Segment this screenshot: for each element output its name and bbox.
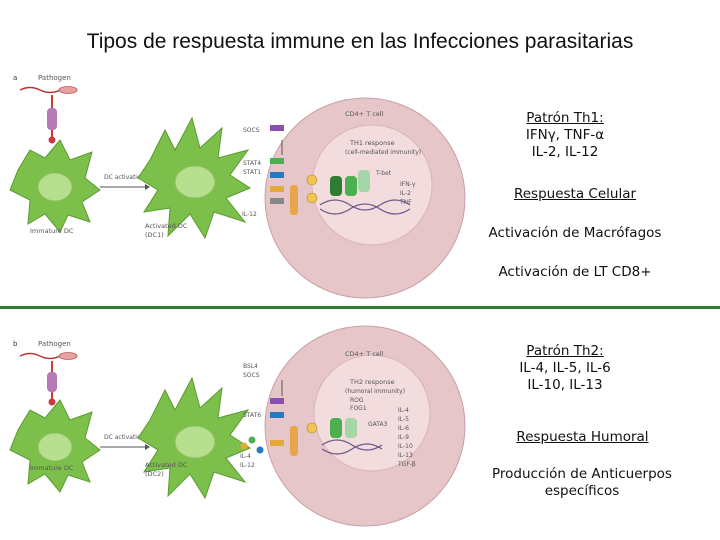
th2-pattern-title: Patrón Th2: [526,343,604,359]
th2-cytokine-0: IL-4 [398,407,409,414]
panel-b-pathogen-label: Pathogen [38,340,71,348]
il12-label: IL-12 [242,211,257,218]
th1-cytokine-0: IFN-γ [400,181,416,188]
th2-cytokine-2: IL-6 [398,425,409,432]
th2-response-label: TH2 response [349,378,395,386]
socs-label: SOCS [243,127,260,134]
th1-receptors [270,125,318,215]
immature-dc-b-label: Immature DC [30,464,74,472]
th2-pattern-line1: IL-4, IL-5, IL-6 [519,360,611,376]
gata3-label: GATA3 [368,421,388,428]
tbet-label: T-bet [375,170,392,177]
th2-cytokine-5: IL-13 [398,452,413,459]
cd4-cell-label: CD4+ T cell [345,110,384,118]
th2-response-sub: (humoral immunity) [345,388,405,395]
immature-dc-label: Immature DC [30,227,74,235]
rog-label: ROG [350,397,364,404]
th1-pattern-line2: IL-2, IL-12 [531,144,599,160]
panel-a-pathogen-label: Pathogen [38,74,71,82]
th2-pattern-block: Patrón Th2: IL-4, IL-5, IL-6 IL-10, IL-1… [480,343,650,394]
th2-pattern-line2: IL-10, IL-13 [527,377,603,393]
th2-effect-2: específicos [544,483,620,499]
th2-receptors [240,380,318,456]
cd4-t-cell-b-nucleus [313,354,431,472]
il4-label: IL-4 [240,453,251,460]
panel-a-letter: a [13,74,17,82]
activated-dc-label: Activated DC [145,222,188,230]
th2-cytokine-3: IL-9 [398,434,409,441]
th1-effect-1: Activación de Macrófagos [488,225,662,241]
pathogen-receptor [47,95,57,144]
panel-separator [0,306,720,309]
stat6-label: STAT6 [243,412,261,419]
th1-pattern-title: Patrón Th1: [526,110,604,126]
il12-b-label: IL-12 [240,462,255,469]
page-title: Tipos de respuesta immune en las Infecci… [86,30,634,53]
panel-b-letter: b [13,340,18,348]
th2-cytokine-1: IL-5 [398,416,409,423]
stat1-label: STAT1 [243,169,261,176]
immature-dc-nucleus [37,172,73,202]
th1-pattern-block: Patrón Th1: IFNγ, TNF-α IL-2, IL-12 [490,110,640,161]
th1-transcription-factors [319,170,411,215]
dc-activation-label: DC activation [104,174,145,181]
th1-response-label: TH1 response [349,139,395,147]
th1-cytokine-1: IL-2 [400,190,411,197]
th2-transcription-factors [321,418,383,455]
fog1-label: FOG1 [350,405,367,412]
activated-dc-b-type: (DC2) [145,470,164,478]
bsl4-label: BSL4 [243,363,258,370]
th2-cytokine-4: IL-10 [398,443,413,450]
dc-activation-b-label: DC activation [104,434,145,441]
activated-dc-b-label: Activated DC [145,461,188,469]
activated-dc-type: (DC1) [145,231,164,239]
th1-effect-2: Activación de LT CD8+ [498,264,652,280]
pathogen-b-receptor [47,361,57,406]
pathogen-icon [19,86,78,94]
th2-effect-block: Producción de Anticuerpos específicos [462,466,702,500]
stat4-label: STAT4 [243,160,261,167]
activated-dc-b-nucleus [174,425,216,459]
cd4-cell-b-label: CD4+ T cell [345,350,384,358]
immature-dc-b-nucleus [37,432,73,462]
th1-pattern-line1: IFNγ, TNF-α [525,127,605,143]
th2-response-type: Respuesta Humoral [516,429,649,445]
socs-b-label: SOCS [243,372,260,379]
panel-b: b Pathogen Immature DC DC activation Act… [9,325,466,527]
th1-response-type: Respuesta Celular [513,186,637,202]
th1-response-sub: (cell-mediated immunity) [345,149,421,156]
th2-cytokine-6: TGF-β [397,461,416,468]
th2-effect-1: Producción de Anticuerpos [492,466,672,482]
pathogen-b-icon [19,352,78,360]
panel-a: a Pathogen Immature DC DC activation Act… [9,74,466,299]
activated-dc-nucleus [174,165,216,199]
